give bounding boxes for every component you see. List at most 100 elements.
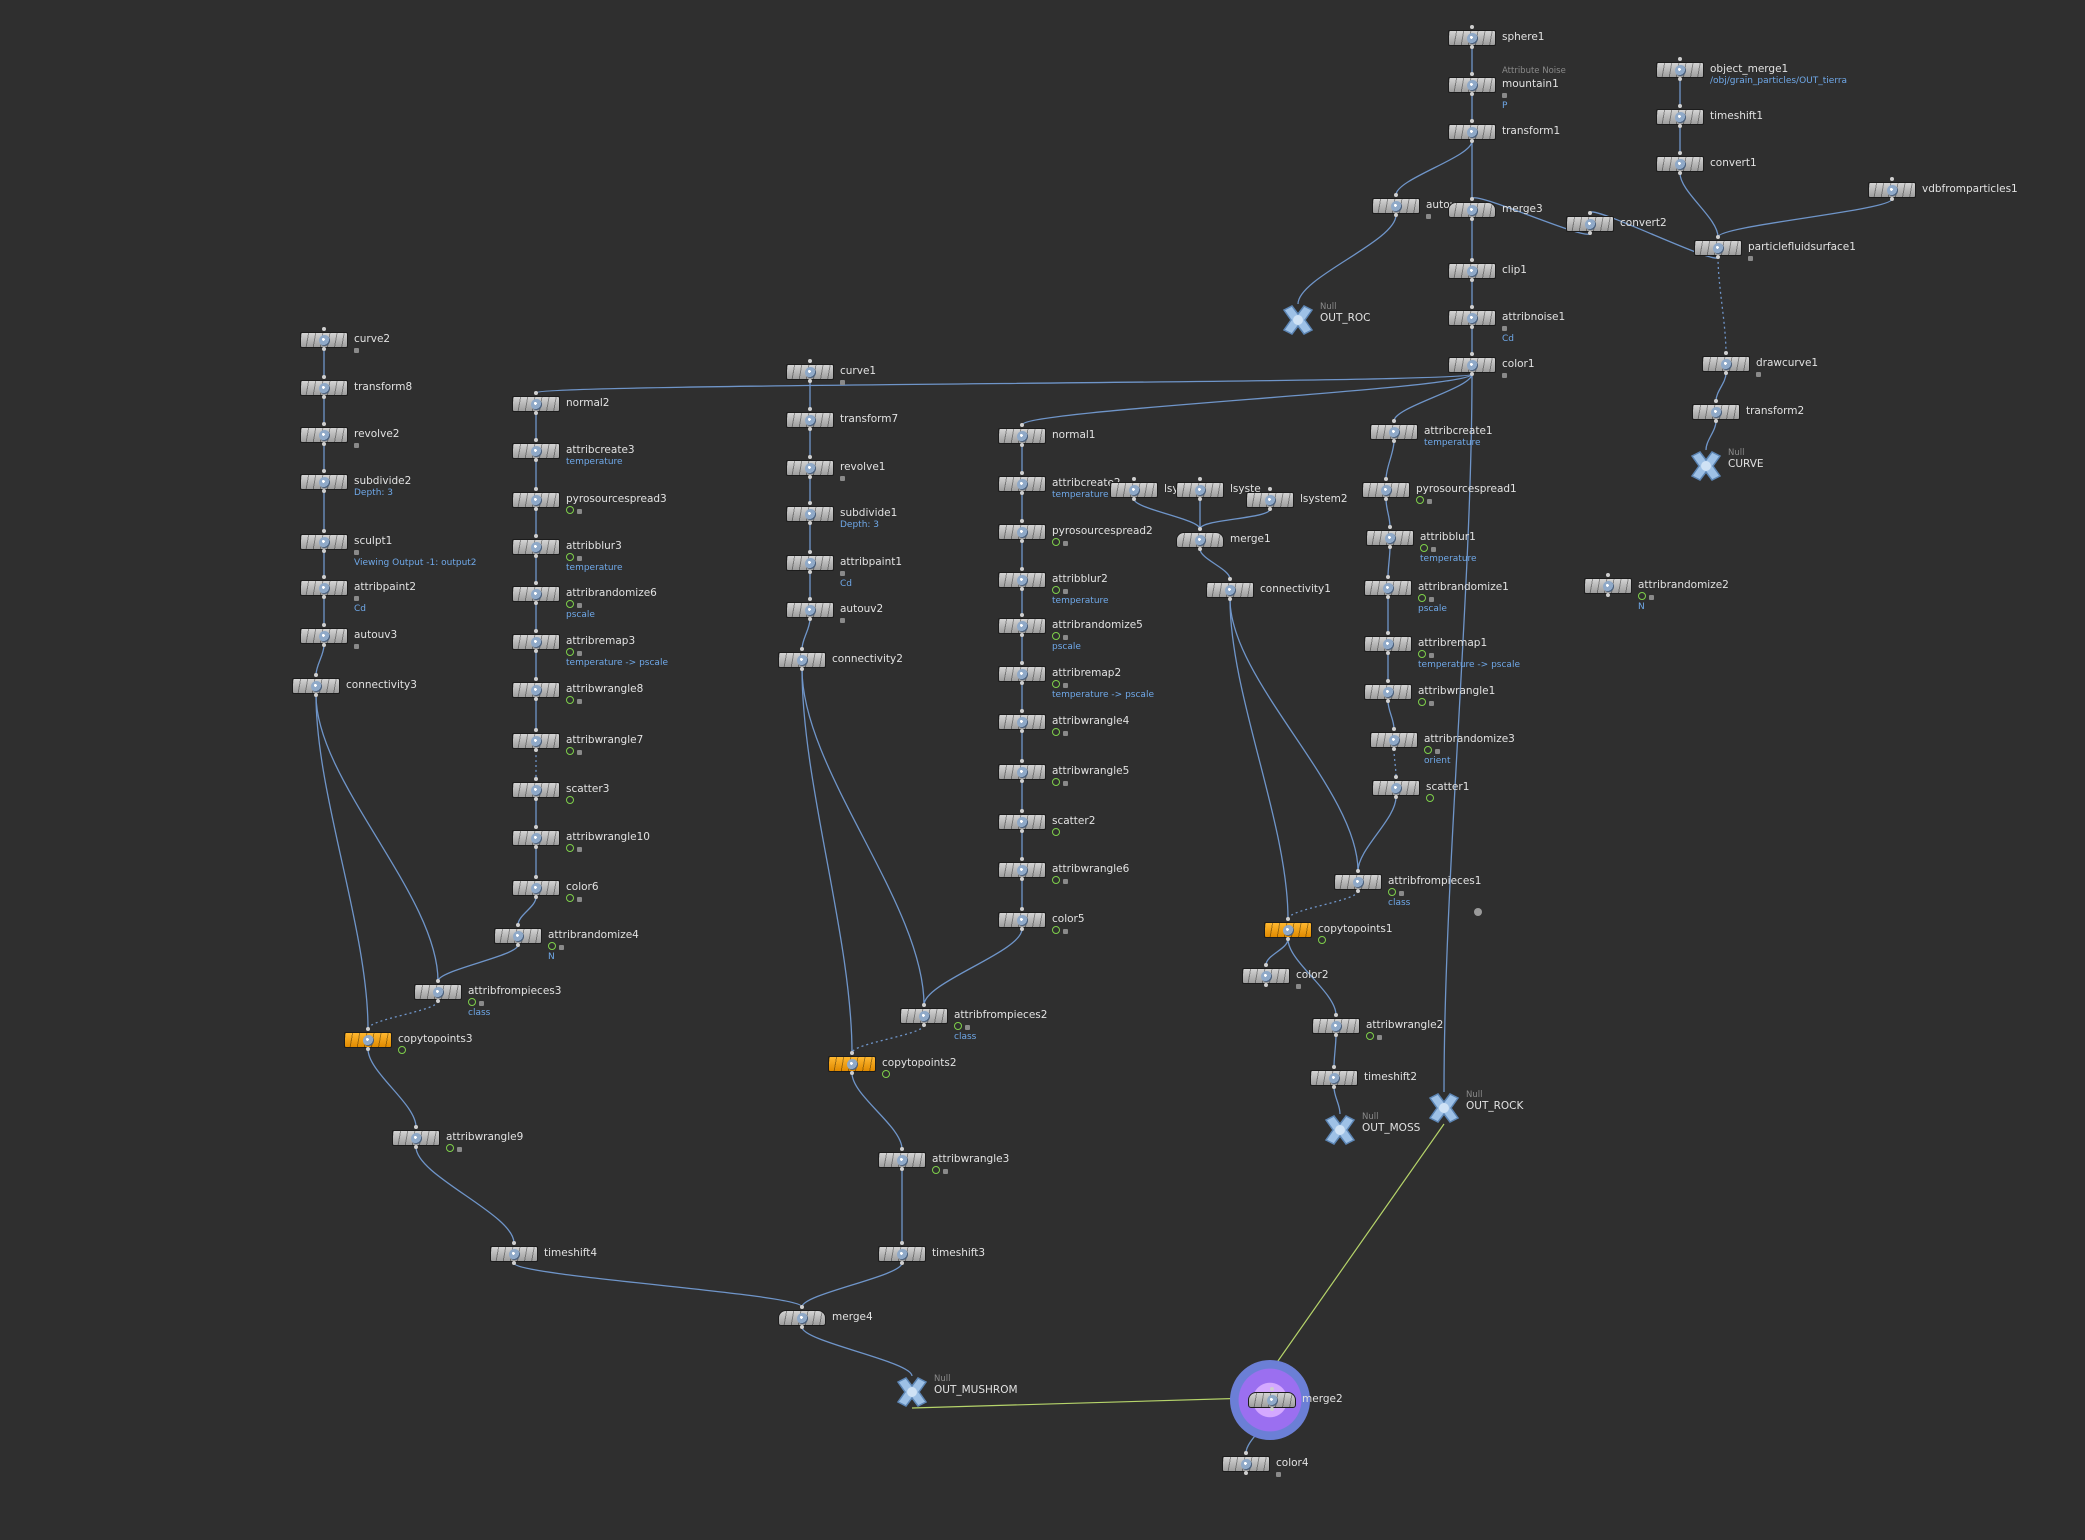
input-port[interactable]: [1264, 963, 1268, 967]
input-port[interactable]: [1020, 709, 1024, 713]
input-port[interactable]: [1198, 527, 1202, 531]
wire-dot[interactable]: [1474, 908, 1482, 916]
node-tile[interactable]: [1206, 582, 1254, 598]
input-port[interactable]: [1394, 775, 1398, 779]
wire-copytopoints3-attribwrangle9[interactable]: [367, 1048, 417, 1128]
node-tile[interactable]: [1264, 922, 1312, 938]
node-tile[interactable]: [1448, 202, 1496, 218]
input-port[interactable]: [1244, 1451, 1248, 1455]
input-port[interactable]: [1386, 679, 1390, 683]
wire-attribwrangle1-attribrandomize3[interactable]: [1387, 700, 1395, 730]
input-port[interactable]: [1332, 1065, 1336, 1069]
input-port[interactable]: [314, 673, 318, 677]
wire-color6-attribrandomize4[interactable]: [517, 896, 537, 926]
input-port[interactable]: [1020, 661, 1024, 665]
wire-OUT_MUSHROM-merge2[interactable]: [911, 1397, 1253, 1409]
input-port[interactable]: [808, 550, 812, 554]
output-port[interactable]: [322, 595, 326, 599]
input-port[interactable]: [800, 1305, 804, 1309]
input-port[interactable]: [534, 487, 538, 491]
output-port[interactable]: [1890, 197, 1894, 201]
input-port[interactable]: [1678, 57, 1682, 61]
node-tile[interactable]: [414, 984, 462, 1000]
node-tile[interactable]: [1366, 530, 1414, 546]
input-port[interactable]: [534, 875, 538, 879]
input-port[interactable]: [800, 647, 804, 651]
output-port[interactable]: [534, 845, 538, 849]
node-tile[interactable]: [878, 1152, 926, 1168]
wire-copytopoints2-attribwrangle3[interactable]: [851, 1072, 903, 1150]
wire-convert1-particlefluidsurface1[interactable]: [1679, 172, 1719, 238]
output-port[interactable]: [1384, 497, 1388, 501]
input-port[interactable]: [534, 391, 538, 395]
input-port[interactable]: [322, 575, 326, 579]
output-port[interactable]: [1132, 497, 1136, 501]
output-port[interactable]: [1394, 795, 1398, 799]
input-port[interactable]: [1392, 727, 1396, 731]
output-port[interactable]: [1356, 889, 1360, 893]
node-tile[interactable]: [490, 1246, 538, 1262]
node-tile[interactable]: [512, 880, 560, 896]
output-port[interactable]: [1020, 681, 1024, 685]
output-port[interactable]: [414, 1145, 418, 1149]
output-port[interactable]: [1020, 729, 1024, 733]
output-port[interactable]: [534, 601, 538, 605]
node-tile[interactable]: [1372, 780, 1420, 796]
node-tile[interactable]: [300, 427, 348, 443]
node-tile[interactable]: [786, 364, 834, 380]
node-tile[interactable]: [1448, 263, 1496, 279]
input-port[interactable]: [1020, 423, 1024, 427]
output-port[interactable]: [1588, 231, 1592, 235]
output-port[interactable]: [322, 347, 326, 351]
wire-timeshift4-merge4[interactable]: [513, 1262, 803, 1308]
output-port[interactable]: [1020, 587, 1024, 591]
node-tile[interactable]: [1656, 62, 1704, 78]
node-tile[interactable]: [1448, 77, 1496, 93]
output-port[interactable]: [1716, 255, 1720, 259]
output-port[interactable]: [808, 475, 812, 479]
output-port[interactable]: [900, 1167, 904, 1171]
input-port[interactable]: [1020, 809, 1024, 813]
node-tile[interactable]: [1448, 30, 1496, 46]
output-port[interactable]: [534, 797, 538, 801]
wire-timeshift3-merge4[interactable]: [801, 1262, 903, 1308]
wire-lsystem2-merge1[interactable]: [1199, 508, 1271, 530]
wire-autouv2-connectivity2[interactable]: [801, 618, 811, 650]
input-port[interactable]: [534, 581, 538, 585]
node-tile[interactable]: [786, 460, 834, 476]
output-port[interactable]: [1606, 593, 1610, 597]
input-port[interactable]: [808, 455, 812, 459]
input-port[interactable]: [1286, 917, 1290, 921]
wire-autouv-OUT_ROC[interactable]: [1297, 214, 1397, 305]
node-tile[interactable]: [1364, 580, 1412, 596]
input-port[interactable]: [1020, 567, 1024, 571]
input-port[interactable]: [1334, 1013, 1338, 1017]
output-port[interactable]: [1268, 507, 1272, 511]
input-port[interactable]: [1470, 258, 1474, 262]
input-port[interactable]: [1228, 577, 1232, 581]
output-port[interactable]: [1270, 1407, 1274, 1411]
input-port[interactable]: [414, 1125, 418, 1129]
input-port[interactable]: [1270, 1387, 1274, 1391]
output-port[interactable]: [1198, 547, 1202, 551]
node-tile[interactable]: [1364, 684, 1412, 700]
input-port[interactable]: [900, 1241, 904, 1245]
output-port[interactable]: [534, 748, 538, 752]
wire-autouv3-connectivity3[interactable]: [315, 644, 325, 676]
node-tile[interactable]: [1222, 1456, 1270, 1472]
node-tile[interactable]: [300, 474, 348, 490]
output-port[interactable]: [1392, 747, 1396, 751]
output-port[interactable]: [1020, 829, 1024, 833]
output-port[interactable]: [1678, 171, 1682, 175]
node-tile[interactable]: [1110, 482, 1158, 498]
input-port[interactable]: [1132, 477, 1136, 481]
output-port[interactable]: [366, 1047, 370, 1051]
input-port[interactable]: [512, 1241, 516, 1245]
node-tile[interactable]: [392, 1130, 440, 1146]
output-port[interactable]: [322, 442, 326, 446]
output-port[interactable]: [1244, 1471, 1248, 1475]
output-port[interactable]: [808, 379, 812, 383]
wire-attribwrangle9-timeshift4[interactable]: [415, 1146, 515, 1244]
wire-transform1-autouv[interactable]: [1395, 140, 1473, 196]
node-tile[interactable]: [1448, 357, 1496, 373]
